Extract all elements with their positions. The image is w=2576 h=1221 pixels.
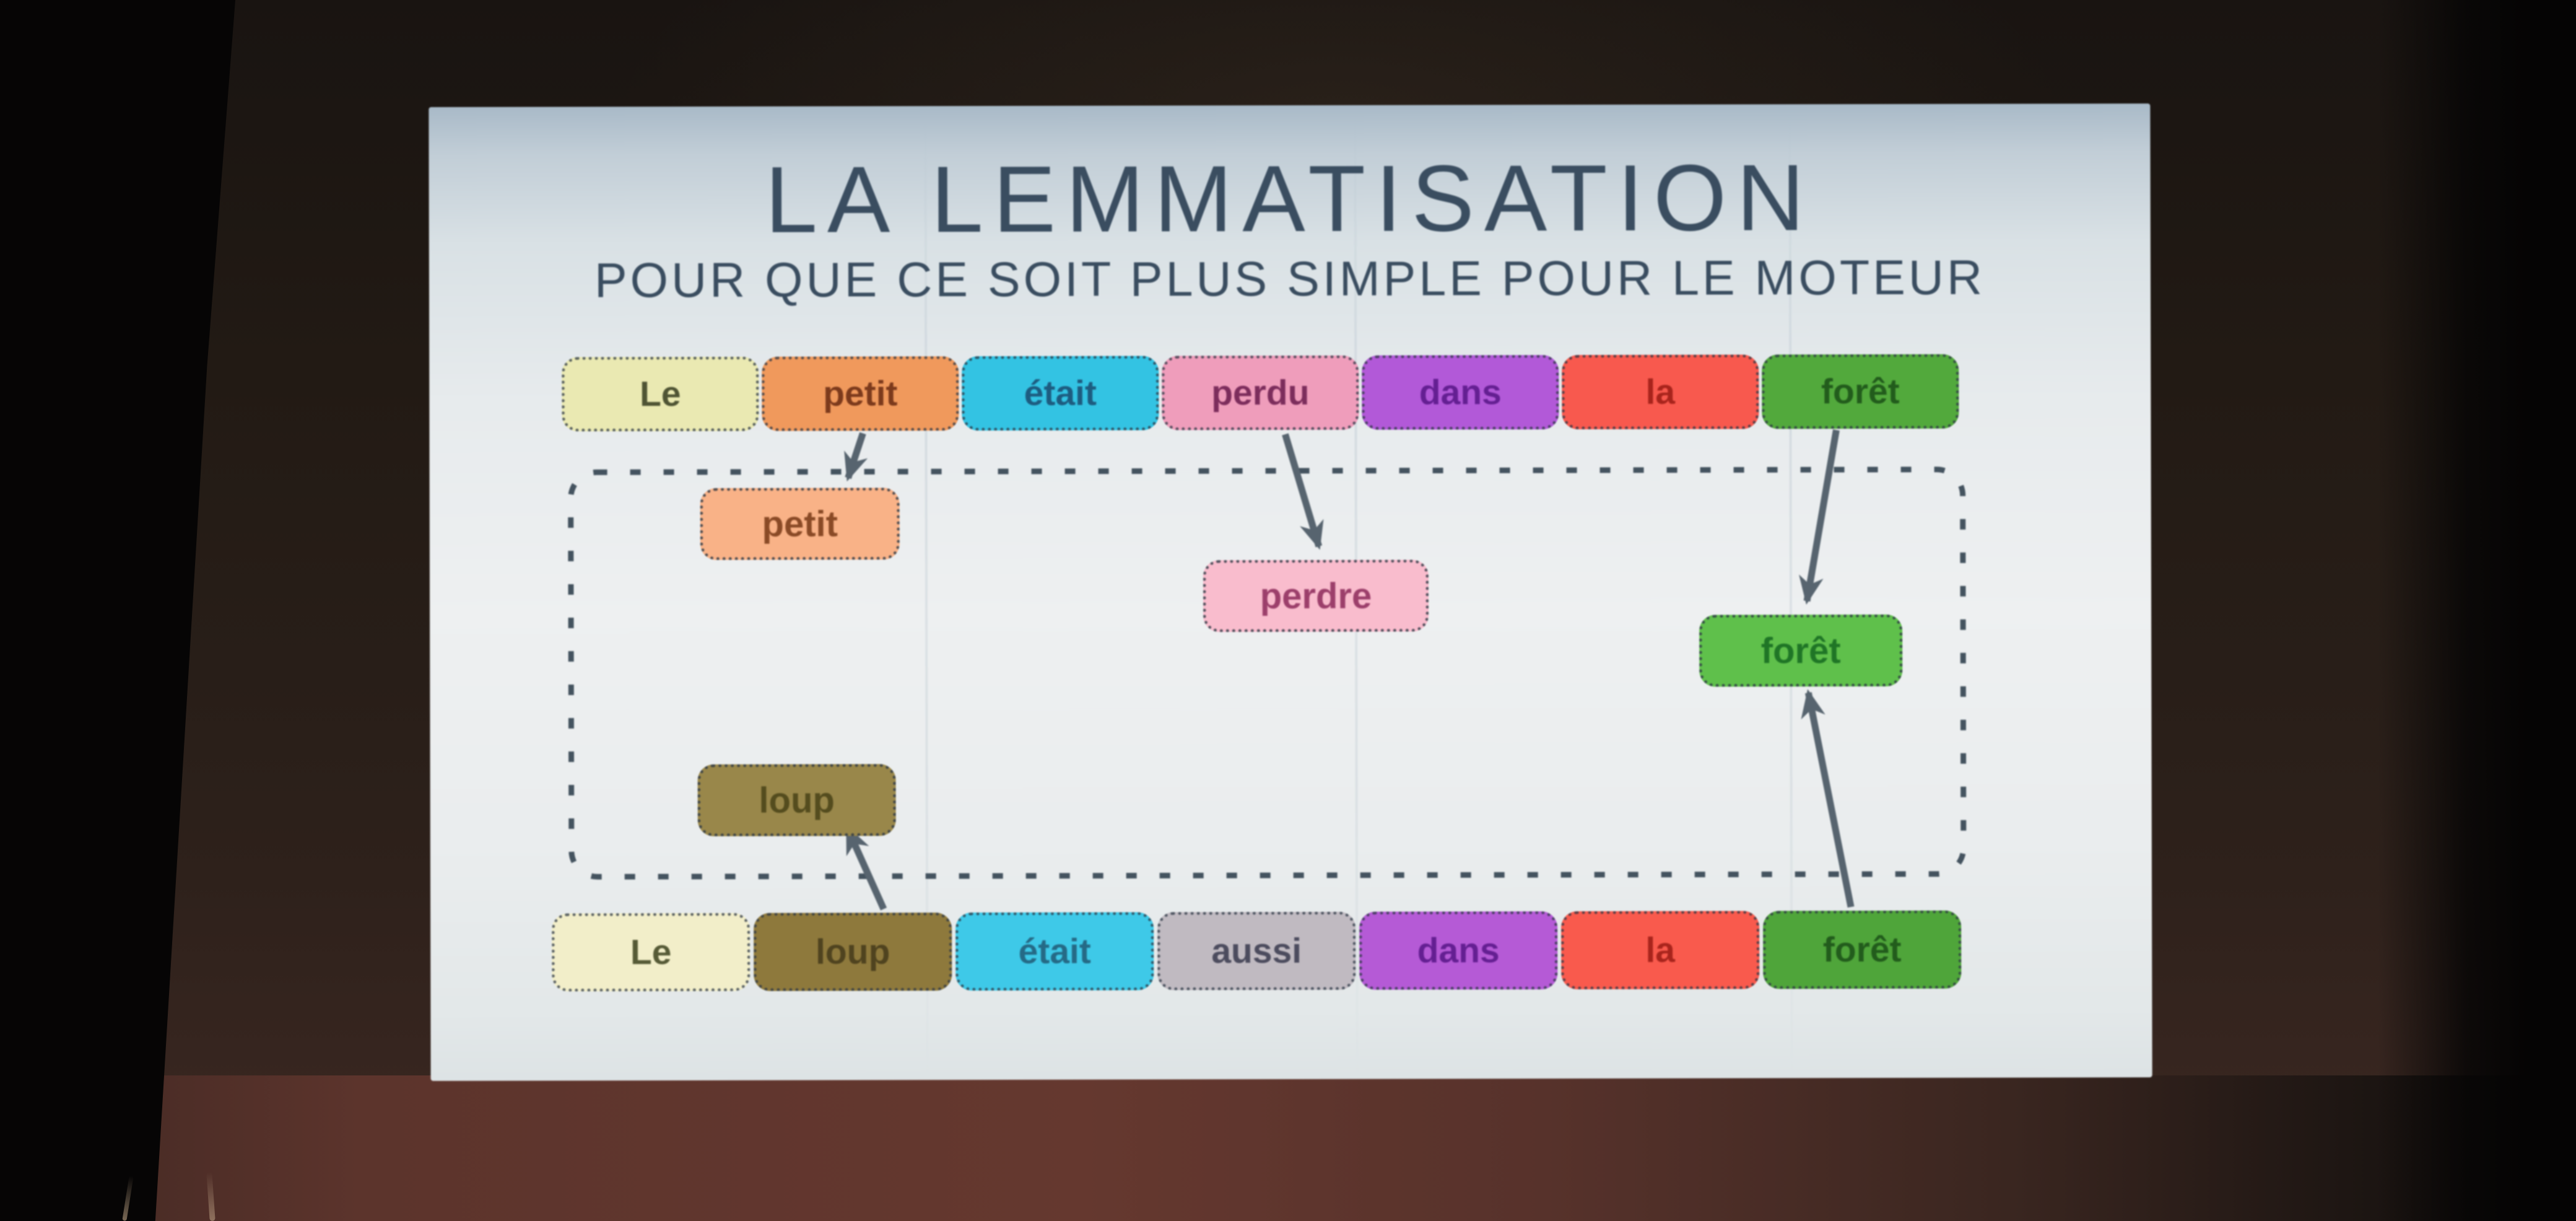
projected-slide: LA LEMMATISATION POUR QUE CE SOIT PLUS S… [429, 103, 2152, 1081]
word-box-la-bottom: la [1561, 911, 1760, 990]
lemma-box-petit: petit [700, 488, 900, 560]
lemma-box-foret: forêt [1699, 614, 1903, 687]
word-box-dans-bottom: dans [1359, 911, 1558, 990]
arrow-petit-to-lemma [844, 432, 868, 482]
sentence-bottom-row: Le loup était aussi dans la forêt [552, 910, 1962, 992]
word-box-foret-bottom: forêt [1763, 910, 1962, 989]
sentence-top-row: Le petit était perdu dans la forêt [562, 354, 1959, 432]
word-box-loup-bottom: loup [754, 912, 952, 991]
arrow-perdu-to-perdre [1282, 433, 1324, 550]
word-box-etait-bottom: était [955, 912, 1154, 991]
dark-right-edge [2378, 0, 2576, 1221]
slide-subtitle: POUR QUE CE SOIT PLUS SIMPLE POUR LE MOT… [594, 249, 1986, 308]
word-box-petit-top: petit [762, 356, 959, 431]
word-box-le-bottom: Le [552, 912, 751, 992]
wall-below-screen [0, 1075, 2576, 1221]
arrow-foret-top-to-lemma [1799, 429, 1840, 605]
lemma-box-loup: loup [697, 764, 896, 837]
word-box-aussi: aussi [1157, 911, 1356, 991]
word-box-etait-top: était [962, 356, 1159, 431]
arrow-foret-bottom-to-lemma [1801, 689, 1855, 908]
slide-title: LA LEMMATISATION [765, 145, 1815, 253]
lemma-box-perdre: perdre [1203, 559, 1429, 632]
word-box-le-top: Le [562, 356, 759, 432]
word-box-foret-top: forêt [1762, 354, 1959, 429]
word-box-perdu: perdu [1162, 355, 1359, 431]
arrow-loup-bottom-to-lemma [844, 825, 887, 911]
word-box-dans-top: dans [1362, 355, 1559, 430]
word-box-la-top: la [1562, 354, 1759, 430]
dark-left-edge [0, 0, 235, 1221]
